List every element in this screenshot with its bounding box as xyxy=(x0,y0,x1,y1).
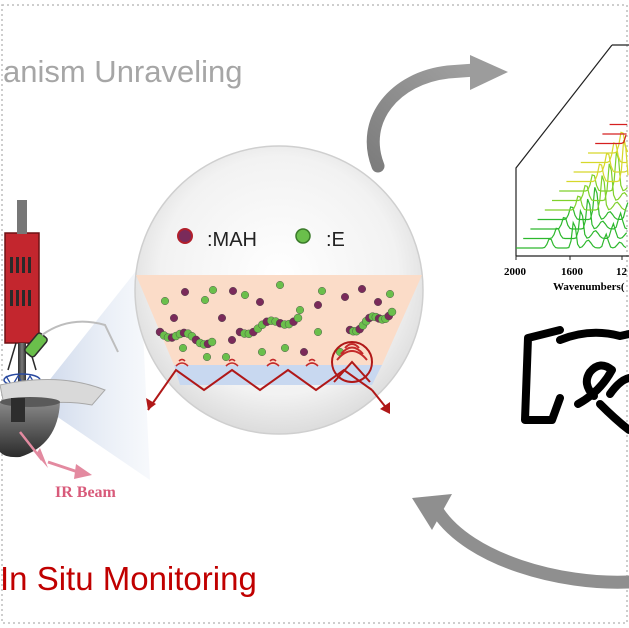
ir-beam-arrowhead-2 xyxy=(74,464,92,479)
e-molecule xyxy=(296,306,305,315)
mah-molecule xyxy=(228,287,237,296)
e-molecule xyxy=(276,281,285,290)
x-tick-1600: 1600 xyxy=(561,266,584,278)
e-molecule xyxy=(281,344,290,353)
highlight-reflection xyxy=(333,360,371,383)
e-legend-label: :E xyxy=(326,229,345,251)
curved-arrow-top-head xyxy=(470,55,508,90)
curved-arrow-top xyxy=(366,63,482,173)
e-legend-marker xyxy=(295,228,311,244)
e-molecule xyxy=(386,290,395,299)
spectrum-line xyxy=(544,175,627,211)
title-mechanism: anism Unraveling xyxy=(3,54,243,89)
highlight-waves xyxy=(336,343,368,361)
e-molecule xyxy=(221,353,230,362)
chain-bead xyxy=(207,337,217,347)
e-molecule xyxy=(202,353,211,362)
mah-molecule xyxy=(374,298,383,307)
free-monomers xyxy=(160,281,395,362)
chain-bead xyxy=(387,307,397,317)
ir-beam-label: IR Beam xyxy=(55,484,117,501)
mah-molecule xyxy=(169,314,178,323)
e-molecule xyxy=(160,297,169,306)
spectrum-line xyxy=(559,151,628,192)
e-molecule xyxy=(200,296,209,305)
mah-molecule xyxy=(256,298,265,307)
ir-spectrum-plot: 2000 1600 12 Wavenumbers( xyxy=(504,44,629,293)
mah-molecule xyxy=(180,288,189,297)
evanescent-waves xyxy=(175,358,319,367)
spectrum-line xyxy=(523,208,628,240)
atr-beam-path xyxy=(147,368,373,411)
x-tick-1200: 12 xyxy=(616,266,628,278)
mah-molecule xyxy=(314,301,323,310)
chain-bead xyxy=(293,313,303,323)
e-molecule xyxy=(318,287,327,296)
curved-arrow-bottom xyxy=(431,505,629,589)
spectrum-line xyxy=(580,142,627,164)
ir-beam-arrow-2 xyxy=(47,460,79,474)
spectrum-line xyxy=(588,131,629,154)
highlight-circle xyxy=(331,341,373,383)
mah-legend-label: :MAH xyxy=(207,229,257,251)
mah-legend-marker xyxy=(177,228,193,244)
handshake-icon xyxy=(521,326,629,434)
mah-molecule xyxy=(341,293,350,302)
dotted-frame xyxy=(1,4,628,624)
e-molecule xyxy=(178,344,187,353)
e-molecule xyxy=(208,286,217,295)
mah-molecule xyxy=(358,285,367,294)
spectrum-line xyxy=(516,220,627,249)
stacked-spectra xyxy=(516,123,629,249)
beam-out-arrowhead xyxy=(380,402,390,414)
atr-probe xyxy=(0,200,119,458)
title-in-situ: In Situ Monitoring xyxy=(0,560,257,597)
e-molecule xyxy=(258,348,267,357)
e-molecule xyxy=(314,328,323,337)
polymer-chains xyxy=(155,307,397,349)
spectrum-line xyxy=(530,198,628,230)
spectrum-line xyxy=(595,134,627,145)
spectrum-line xyxy=(573,152,627,173)
spectrum-line xyxy=(566,140,629,183)
spectrum-line xyxy=(552,163,628,202)
mah-molecule xyxy=(227,336,236,345)
x-axis-label: Wavenumbers( xyxy=(553,281,625,293)
x-tick-2000: 2000 xyxy=(504,266,527,278)
e-molecule xyxy=(240,291,249,300)
spectrum-line xyxy=(537,187,629,221)
beam-in-arrowhead xyxy=(146,398,156,410)
ir-beam-arrowhead xyxy=(36,448,48,468)
light-cone xyxy=(40,266,150,480)
curved-arrow-bottom-head xyxy=(412,494,452,530)
mah-molecule xyxy=(300,348,309,357)
mah-molecule xyxy=(217,314,226,323)
